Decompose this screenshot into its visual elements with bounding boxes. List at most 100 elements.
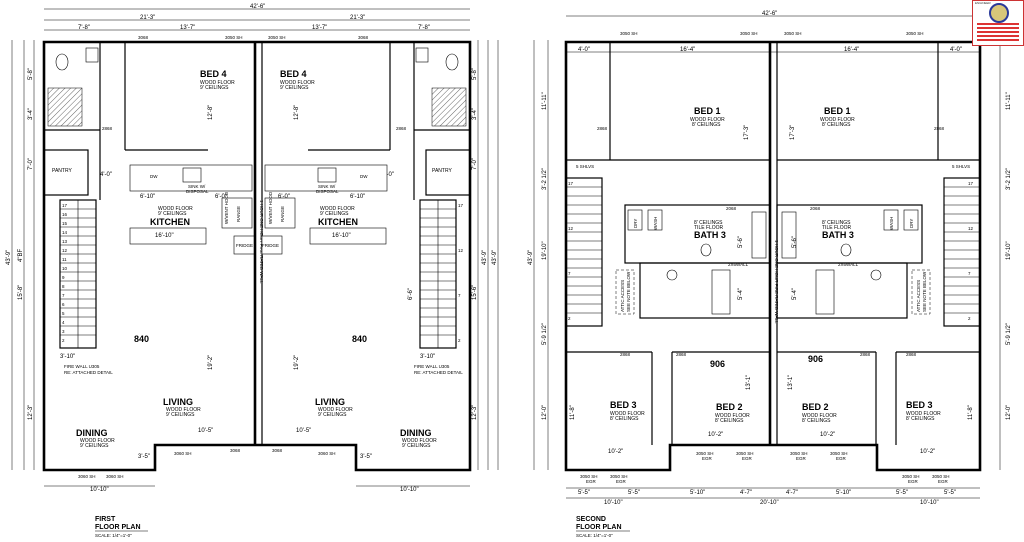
- second-shlvs-left: 5 SHLVS: [576, 164, 594, 169]
- first-right-overall-1: 43'-9": [492, 250, 498, 265]
- first-stair-right-dim: 3'-10": [420, 354, 435, 360]
- second-dry-left: DRY: [633, 219, 638, 228]
- first-dim-6-0-right: 6'-0": [278, 194, 290, 200]
- first-dim-6-0-left: 6'-0": [215, 194, 227, 200]
- first-left-dim-6: 12'-3": [28, 405, 34, 420]
- first-dim-10-5-right: 10'-5": [296, 428, 311, 434]
- second-door-2068-left: 2068: [726, 206, 737, 211]
- second-door-2868-right: 2868: [934, 126, 945, 131]
- second-attic-right-1: ATTIC ACCESS: [916, 280, 921, 312]
- second-dim-10-2-c: 10'-2": [820, 432, 835, 438]
- second-door-2868-bm: 2868: [676, 352, 687, 357]
- second-title-line2: FLOOR PLAN: [576, 524, 622, 531]
- second-left-dim-6: 12'-0": [542, 405, 548, 420]
- first-stair-left-n6: 6: [62, 302, 65, 307]
- first-kitchen-left-floor: WOOD FLOOR: [158, 206, 193, 212]
- first-door-bottom-left: 3068: [230, 448, 241, 453]
- first-window-bottom-2: 3060 SH: [106, 474, 124, 479]
- second-window-bottom-3: 3050 SH: [696, 451, 714, 456]
- first-stair-right-n7: 7: [458, 293, 461, 298]
- first-firewall-right-2: RE: ATTACHED DETAIL: [414, 370, 463, 375]
- first-living-right-ceil: 9' CEILINGS: [318, 412, 347, 418]
- second-window-top-2: 3050 SH: [740, 31, 758, 36]
- second-window-bottom-7: 3050 SH: [902, 474, 920, 479]
- first-dining-right-label: DINING: [400, 428, 432, 438]
- second-bath-right-ceil: 8' CEILINGS: [822, 220, 851, 226]
- first-firewall-left-2: RE: ATTACHED DETAIL: [64, 370, 113, 375]
- engineer-seal: ENGINEER: [972, 0, 1024, 46]
- second-bed1-left-ceil: 8' CEILINGS: [692, 122, 721, 128]
- second-egr-7: EGR: [908, 479, 919, 484]
- first-left-dim-5: 7'-0": [28, 158, 34, 170]
- first-kitchen-right-dim: 16'-10": [332, 233, 351, 239]
- first-stair-left-n3: 3: [62, 329, 65, 334]
- first-bed4-left-floor: WOOD FLOOR: [200, 80, 235, 86]
- seal-emblem-icon: [989, 3, 1009, 23]
- second-dim-5-6-left: 5'-6": [738, 236, 744, 248]
- second-window-top-1: 3050 SH: [620, 31, 638, 36]
- first-dim-6-6: 6'-6": [408, 288, 414, 300]
- first-bed4-right-floor: WOOD FLOOR: [280, 80, 315, 86]
- second-window-bottom-2: 3050 SH: [610, 474, 628, 479]
- first-range-left: RANGE: [236, 206, 241, 222]
- second-egr-4: EGR: [742, 456, 753, 461]
- first-firewall-right-1: FIRE WALL U305: [414, 364, 450, 369]
- first-fridge-left: FRIDGE: [236, 243, 253, 248]
- first-right-dim-6: 7'-0": [472, 158, 478, 170]
- first-right-dim-7: 12'-3": [472, 405, 478, 420]
- second-bed2-right-ceil: 8' CEILINGS: [802, 418, 831, 424]
- first-living-left-dim: 19'-2": [208, 355, 214, 370]
- first-subdim-1: 7'-8": [78, 25, 90, 31]
- first-dim-10-5-left: 10'-5": [198, 428, 213, 434]
- second-title-line1: SECOND: [576, 516, 606, 523]
- first-dw-right: DW: [360, 174, 368, 179]
- second-left-dim-3: 3'-2 1/2": [542, 168, 548, 190]
- second-bottom-dim-5: 4'-7": [786, 490, 798, 496]
- first-stair-left-n16: 16: [62, 212, 68, 217]
- second-window-bottom-1: 3050 SH: [580, 474, 598, 479]
- second-bed1-right-ceil: 8' CEILINGS: [822, 122, 851, 128]
- second-top-dim-1: 4'-0": [578, 47, 590, 53]
- first-stair-left-n11: 11: [62, 257, 67, 262]
- first-left-overall: 43'-9": [6, 250, 12, 265]
- first-door-bottom-right: 3068: [272, 448, 283, 453]
- second-bottom-dim-4: 4'-7": [740, 490, 752, 496]
- second-bed3-right-floor: WOOD FLOOR: [906, 411, 941, 417]
- second-bottom-dim-7: 5'-5": [896, 490, 908, 496]
- second-bottom-dim-2: 5'-5": [628, 490, 640, 496]
- first-kitchen-left-dim: 16'-10": [155, 233, 174, 239]
- second-bottom-total-2: 20'-10": [760, 500, 779, 506]
- first-hood-right: W/VENT HOOD: [268, 191, 273, 224]
- second-attic-left-2: SEE NOTE BELOW: [626, 271, 631, 312]
- second-top-dim-3: 16'-4": [844, 47, 859, 53]
- second-bath3-left-label: BATH 3: [694, 230, 726, 240]
- first-bed4-left-dim: 12'-8": [208, 105, 214, 120]
- first-kitchen-right-floor: WOOD FLOOR: [320, 206, 355, 212]
- first-dim-4-0-right: 4'-0": [382, 172, 394, 178]
- second-dim-5-4-right: 5'-4": [792, 288, 798, 300]
- first-left-dim-2: 15'-8": [18, 285, 24, 300]
- second-bottom-dim-6: 5'-10": [836, 490, 851, 496]
- second-left-dim-4: 19'-10": [542, 241, 548, 260]
- first-dim-3-5-right: 3'-5": [360, 454, 372, 460]
- first-stair-left-n14: 14: [62, 230, 68, 235]
- second-wash-left: WASH: [653, 217, 658, 230]
- second-stair-right-n2: 2: [968, 316, 971, 321]
- second-dim-10-2-b: 10'-2": [708, 432, 723, 438]
- first-stair-left-n7: 7: [62, 293, 65, 298]
- second-bed1-right-floor: WOOD FLOOR: [820, 117, 855, 123]
- first-top-dim-right: 21'-3": [350, 15, 365, 21]
- second-dim-10-2-d: 10'-2": [920, 449, 935, 455]
- seal-label: ENGINEER: [975, 1, 991, 5]
- second-bottom-dim-1: 5'-5": [578, 490, 590, 496]
- first-dw-left: DW: [150, 174, 158, 179]
- first-door-left-1: 2868: [102, 126, 113, 131]
- first-kitchen-right-label: KITCHEN: [318, 217, 358, 227]
- second-egr-3: EGR: [702, 456, 713, 461]
- second-floor-plan: 42'-6" 4'-0" 16'-4" 16'-4" 4'-0" 3050 SH…: [528, 11, 1012, 538]
- first-living-left-label: LIVING: [163, 397, 193, 407]
- second-bed3-left-floor: WOOD FLOOR: [610, 411, 645, 417]
- first-stair-left-n8: 8: [62, 284, 65, 289]
- first-window-bottom-4: 3060 SH: [318, 451, 336, 456]
- first-left-dim-4: 3'-4": [28, 108, 34, 120]
